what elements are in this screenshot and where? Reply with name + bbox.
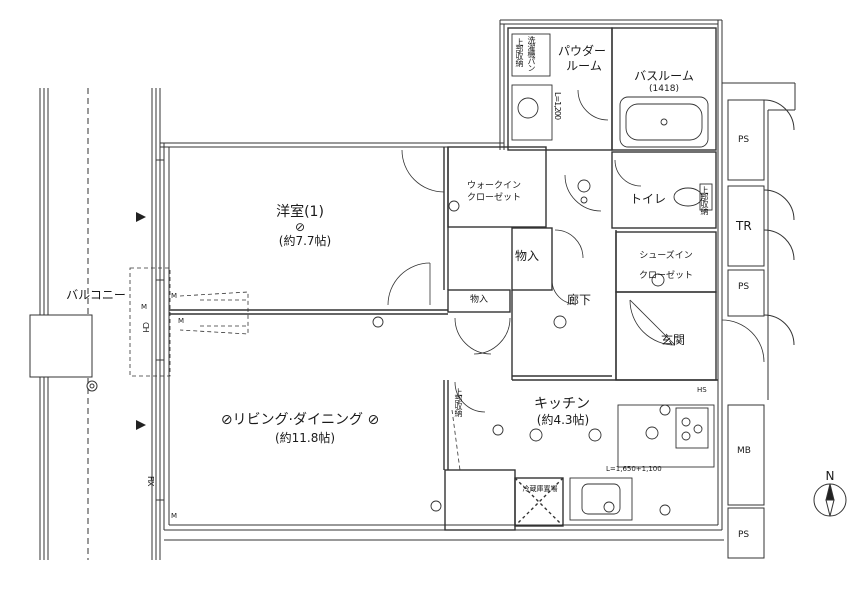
living-dining-size: (約11.8帖) bbox=[274, 431, 336, 445]
kitchen-size: (約4.3帖) bbox=[536, 413, 590, 427]
walkin-closet-label-1: ウォークイン bbox=[466, 181, 522, 191]
toilet-label: トイレ bbox=[629, 192, 667, 206]
shoes-closet-label-1: シューズイン bbox=[639, 251, 693, 261]
living-dining-label: ⊘リビング·ダイニング ⊘ bbox=[220, 412, 380, 428]
ps-label-2: PS bbox=[738, 282, 750, 292]
m-label-4: M bbox=[141, 303, 148, 311]
hs-label: HS bbox=[697, 386, 707, 394]
hallway-label: 廊下 bbox=[566, 293, 592, 307]
ps-label-1: PS bbox=[738, 135, 750, 145]
fridge-label: 冷蔵庫置場 bbox=[522, 485, 558, 493]
north-arrow-icon bbox=[813, 483, 847, 517]
walkin-closet-label-2: クローゼット bbox=[466, 193, 522, 203]
m-label-3: M bbox=[171, 512, 178, 520]
ch-label: CH bbox=[141, 322, 150, 332]
aircon-marks bbox=[129, 267, 461, 471]
north-label: N bbox=[825, 469, 835, 483]
tr-label: TR bbox=[736, 219, 752, 233]
bathroom-size: (1418) bbox=[649, 84, 679, 94]
western-room-size: (約7.7帖) bbox=[278, 234, 332, 248]
western-room-label: 洋室(1) bbox=[276, 204, 324, 220]
powder-room-label-2: ルーム bbox=[566, 59, 602, 73]
kitchen-label: キッチン bbox=[534, 396, 590, 412]
western-room-symbol: ⊘ bbox=[294, 220, 306, 234]
vanity-dimension: L=1,200 bbox=[553, 92, 562, 120]
storage-1-label: 物入 bbox=[514, 249, 540, 263]
balcony-label: バルコニー bbox=[66, 288, 126, 302]
service-shafts bbox=[727, 99, 795, 559]
fix-label: FIX bbox=[146, 476, 155, 486]
exterior-walls bbox=[160, 19, 796, 541]
powder-room-label-1: パウダー bbox=[557, 44, 607, 58]
door-swings bbox=[387, 89, 765, 413]
mb-label: MB bbox=[737, 446, 751, 456]
entrance-label: 玄関 bbox=[660, 333, 686, 347]
m-label-1: M bbox=[171, 292, 178, 300]
washer-pan-label: 洗濯機パン bbox=[527, 36, 536, 71]
powder-shelf-label: 上部収納 bbox=[515, 38, 524, 66]
shoes-closet-label-2: クローゼット bbox=[638, 271, 694, 281]
window-marks bbox=[155, 159, 165, 501]
storage-2-label: 物入 bbox=[469, 295, 489, 305]
kitchen-shelf-label: 上部収納 bbox=[454, 388, 463, 416]
fixtures bbox=[372, 33, 715, 521]
bathroom-label: バスルーム bbox=[634, 69, 694, 83]
toilet-shelf-label: 上部収納 bbox=[700, 186, 709, 214]
interior-walls bbox=[169, 27, 718, 531]
opening-arrows bbox=[136, 212, 146, 430]
ps-label-3: PS bbox=[738, 530, 750, 540]
counter-dimension: L=1,650+1,100 bbox=[606, 465, 662, 473]
m-label-2: M bbox=[178, 317, 185, 325]
